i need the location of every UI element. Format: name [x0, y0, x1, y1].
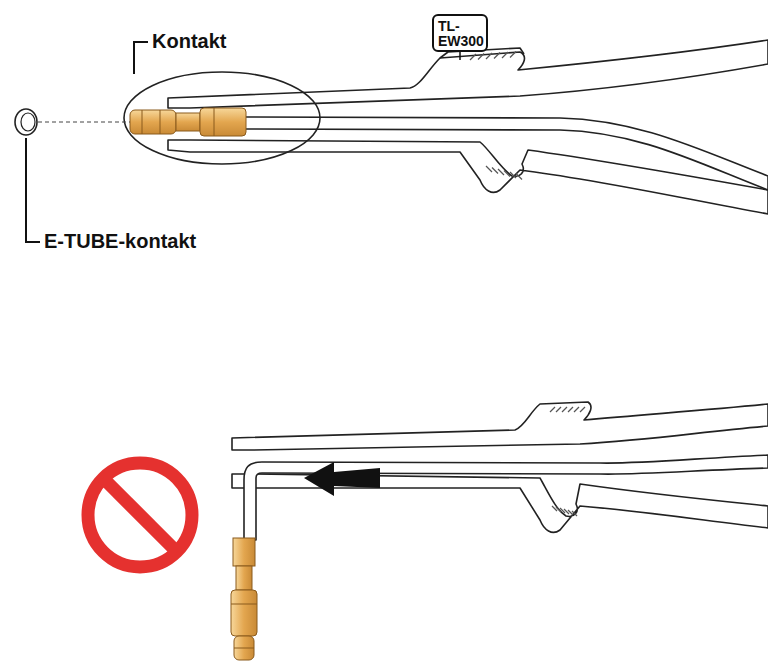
part-label: E-TUBE-kontakt	[42, 230, 198, 253]
tool-name: TL- EW300	[438, 19, 484, 49]
tool-name-box: TL- EW300	[432, 14, 488, 52]
part-label: Kontakt	[150, 30, 228, 53]
